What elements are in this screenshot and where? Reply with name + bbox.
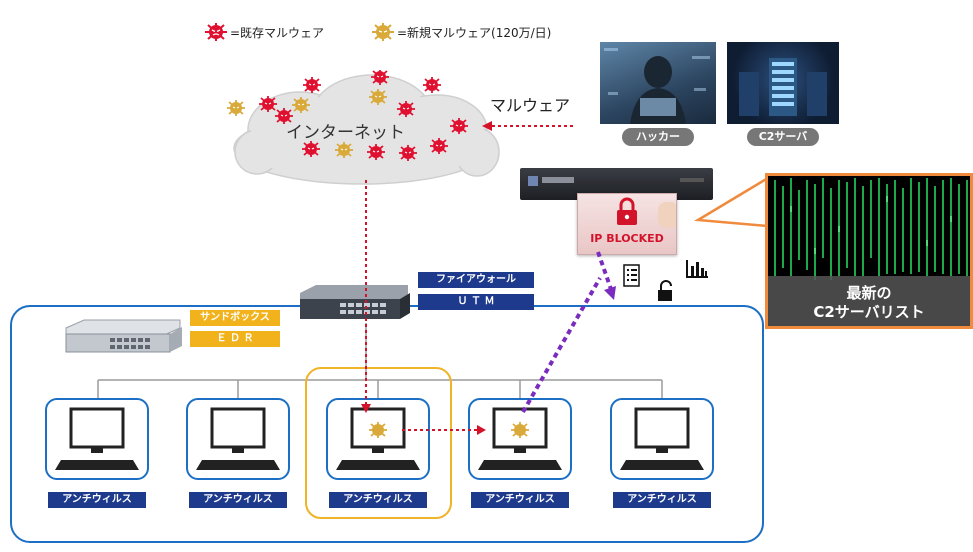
appliance-logo [528, 176, 538, 186]
network-switch-icon [300, 285, 410, 319]
c2-callback-arrow [521, 277, 602, 413]
endpoint-3-label: アンチウィルス [329, 492, 427, 508]
sandbox-appliance-icon [65, 319, 182, 353]
padlock-icon [617, 197, 637, 225]
existing-malware-virus-icon [205, 23, 227, 41]
virus-icon [511, 422, 529, 438]
utm-tag: Ｕ Ｔ Ｍ [418, 294, 534, 310]
endpoint-2-label: アンチウィルス [189, 492, 287, 508]
c2-list-callout: 最新の C2サーバリスト [765, 173, 973, 329]
firewall-tag: ファイアウォール [418, 272, 534, 288]
endpoint-4-label: アンチウィルス [471, 492, 569, 508]
endpoint-2 [186, 398, 290, 480]
new-malware-legend-label: =新規マルウェア(120万/日) [397, 26, 552, 40]
c2-server-label: C2サーバ [747, 128, 819, 146]
endpoint-4 [468, 398, 572, 480]
c2-list-line2: C2サーバリスト [813, 303, 925, 321]
edr-tag: Ｅ Ｄ Ｒ [190, 331, 280, 347]
existing-malware-legend-label: =既存マルウェア [230, 26, 325, 40]
internet-label: インターネット [286, 123, 405, 143]
computer-icon [55, 407, 139, 470]
endpoint-3 [326, 398, 430, 480]
hacker-label: ハッカー [622, 128, 694, 146]
endpoint-1 [45, 398, 149, 480]
matrix-code-graphic [774, 178, 968, 280]
computer-icon [478, 407, 562, 470]
endpoint-5 [610, 398, 714, 480]
infected-endpoint-highlight [305, 367, 452, 519]
computer-icon [196, 407, 280, 470]
computer-icon [336, 407, 420, 470]
unlock-icon [658, 280, 672, 301]
computer-icon [620, 407, 704, 470]
bar-chart-icon [686, 260, 708, 278]
virus-icon [369, 422, 387, 438]
malware-arrow-label: マルウェア [490, 96, 571, 115]
hacker-photo [600, 42, 716, 124]
ip-blocked-panel: IP BLOCKED [577, 193, 677, 255]
finger-graphic [658, 202, 676, 228]
block-response-arrow [596, 251, 614, 293]
endpoint-1-label: アンチウィルス [48, 492, 146, 508]
new-malware-virus-icon [372, 23, 394, 41]
c2-server-photo [727, 42, 839, 124]
internet-cloud [233, 74, 500, 185]
document-list-icon [623, 264, 640, 287]
ip-blocked-label: IP BLOCKED [590, 232, 664, 245]
malware-inbound-arrow [482, 121, 573, 131]
endpoint-5-label: アンチウィルス [613, 492, 711, 508]
c2-list-line1: 最新の [846, 284, 892, 302]
sandbox-tag: サンドボックス [190, 310, 280, 326]
